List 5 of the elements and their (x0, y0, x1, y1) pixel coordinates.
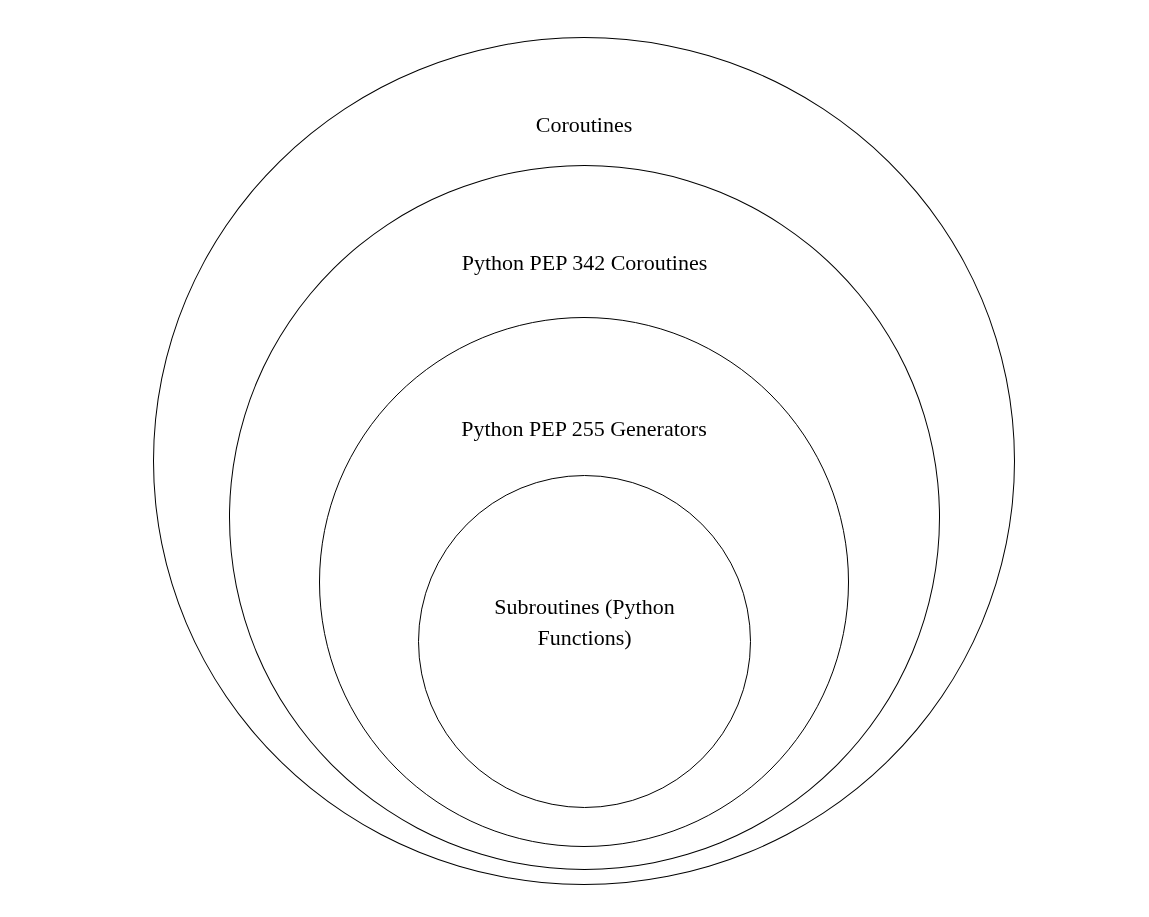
circle-label: Python PEP 255 Generators (461, 415, 707, 443)
circle-label: Subroutines (Python Functions) (493, 593, 676, 652)
circle-label: Python PEP 342 Coroutines (461, 249, 708, 277)
circle-label: Coroutines (535, 111, 633, 139)
circle (229, 165, 940, 870)
